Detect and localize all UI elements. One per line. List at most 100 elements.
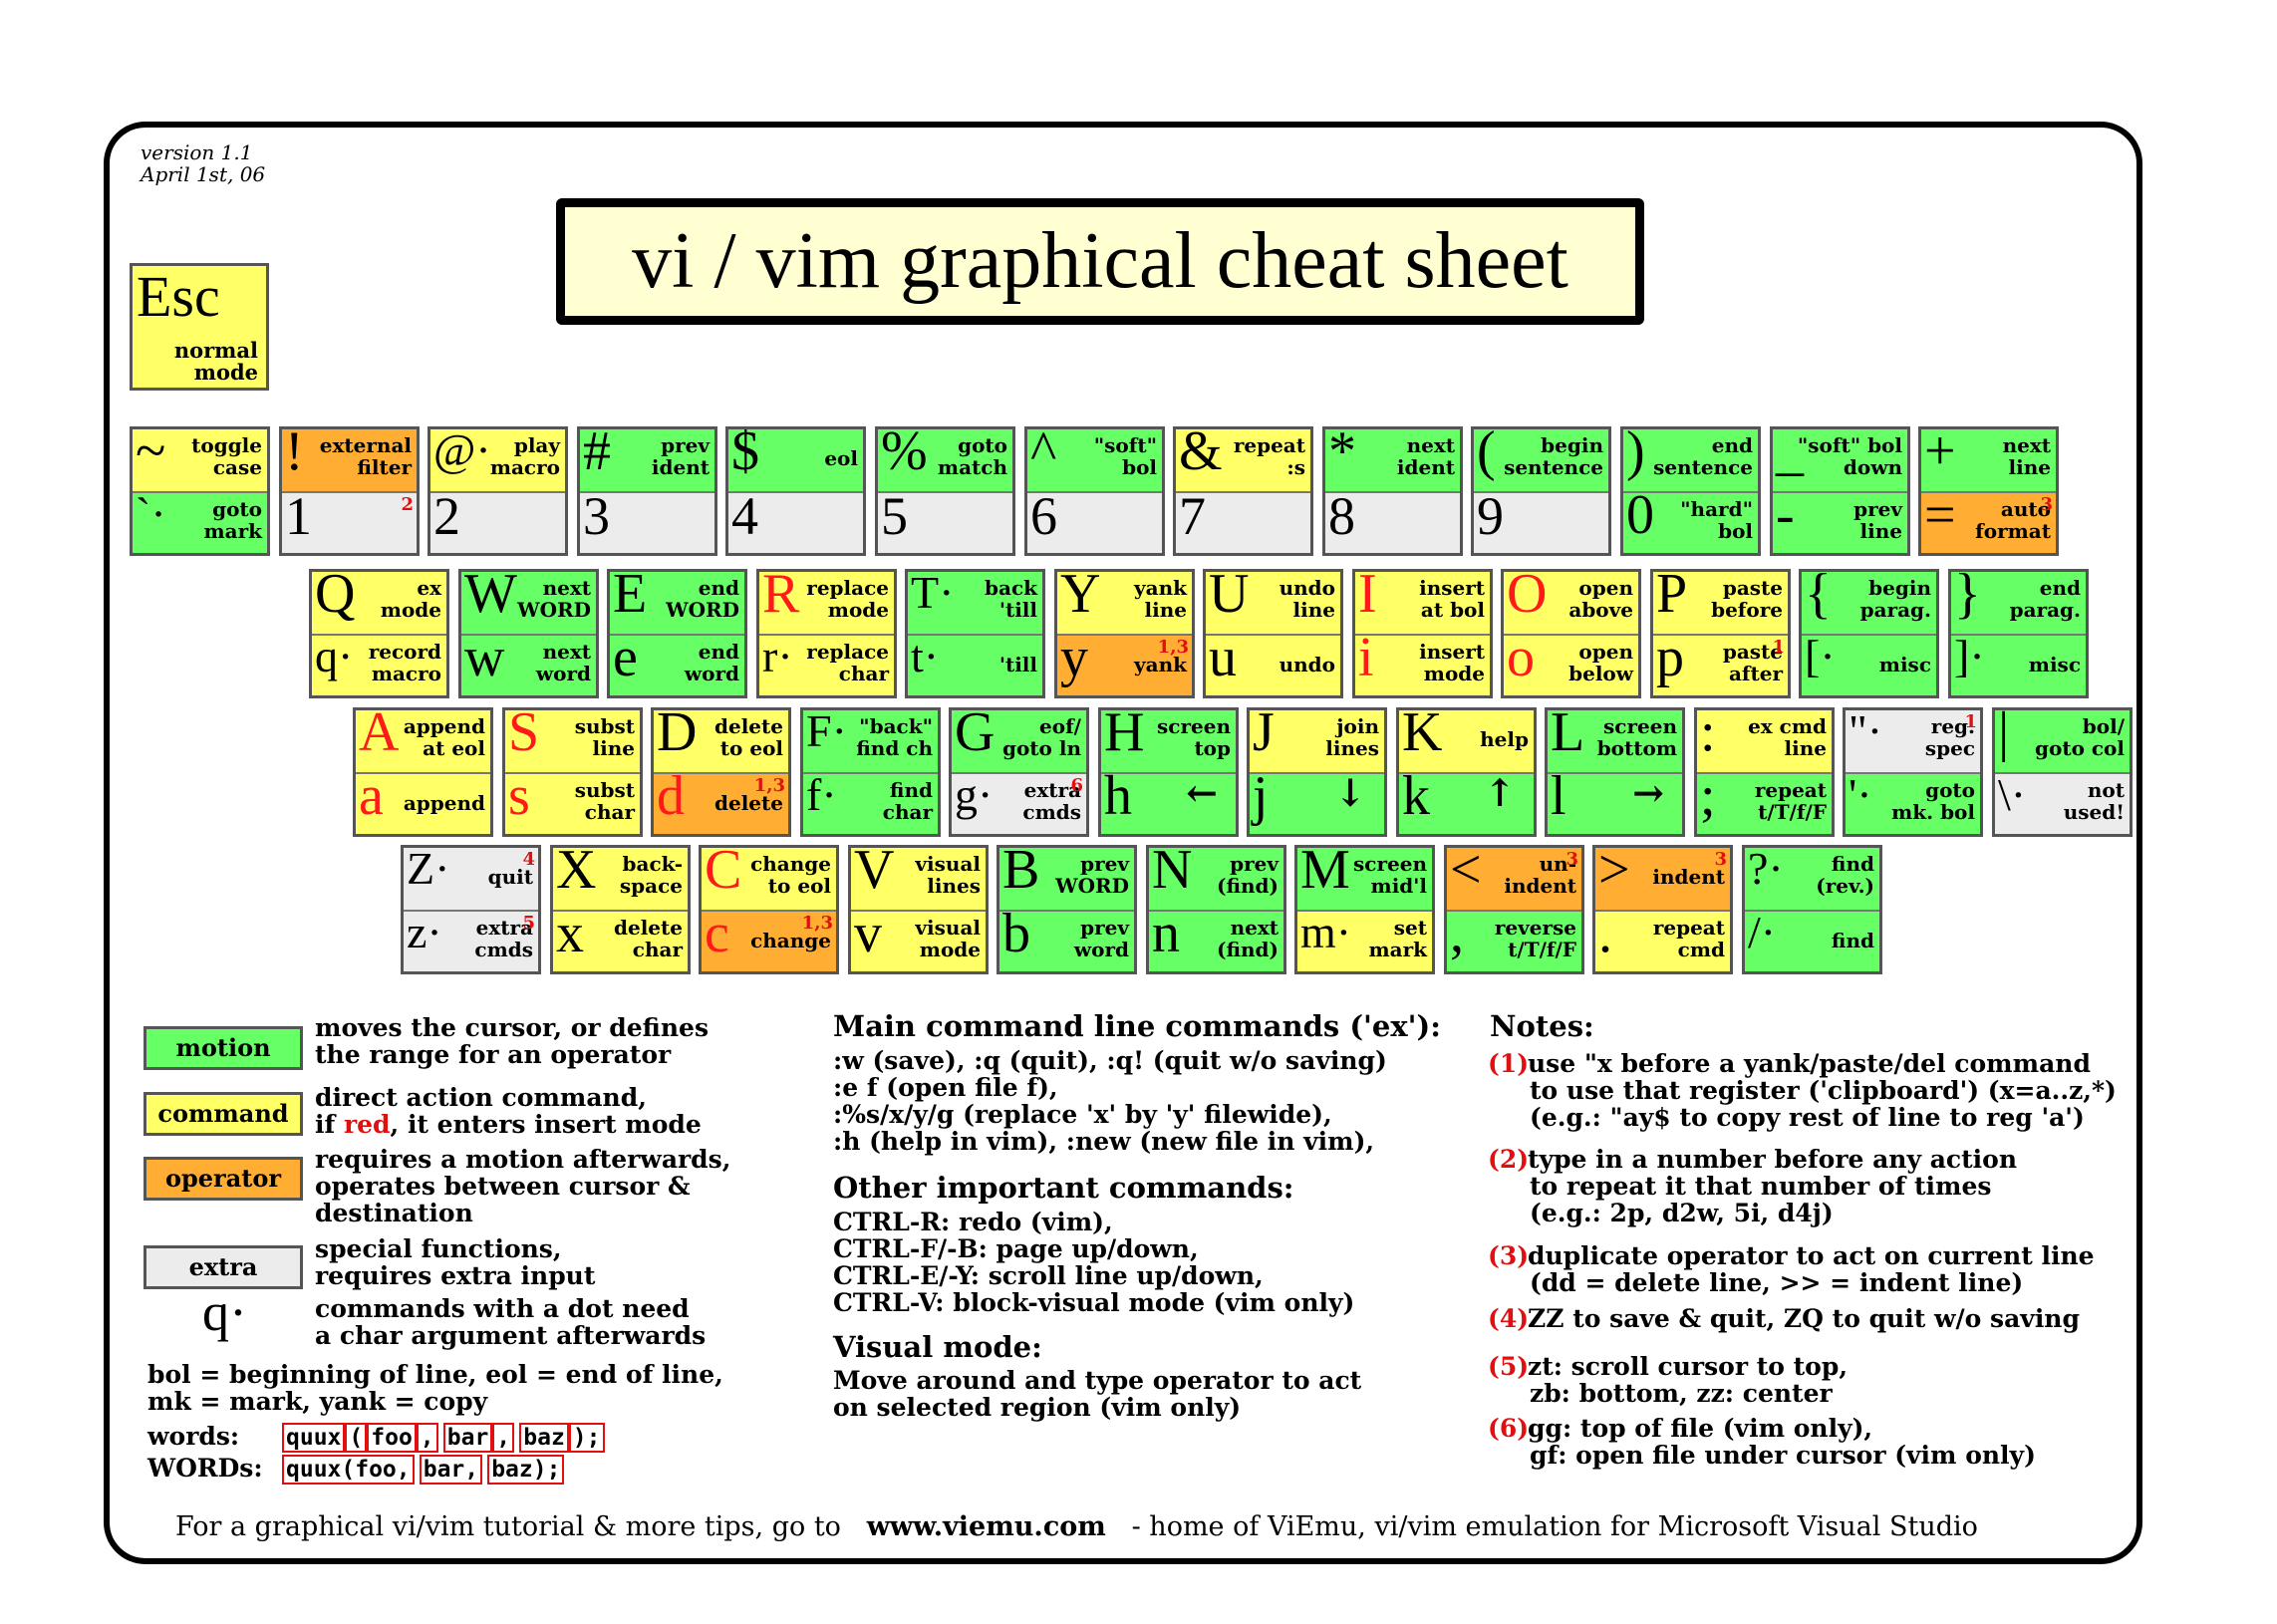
key-char: = [1924, 484, 1956, 546]
footer-link[interactable]: www.viemu.com [866, 1511, 1106, 1542]
footnote-ref: 3 [1714, 849, 1727, 870]
key-desc: misc [1878, 653, 1931, 677]
key-char: a [359, 765, 384, 827]
key-char: y [1060, 627, 1088, 688]
legend-extra-text: special functions,requires extra input [315, 1234, 596, 1290]
key-char: A [359, 707, 400, 763]
key-bot-half: h← [1101, 768, 1236, 834]
key-char: b [1002, 903, 1030, 964]
key-desc: back'till [985, 576, 1037, 622]
note-number: (6) [1488, 1414, 1530, 1443]
key-char: `· [136, 488, 166, 539]
key-char: j [1253, 765, 1269, 827]
ex-title: Main command line commands ('ex'): [833, 1009, 1441, 1043]
footnote-ref: 1,3 [801, 913, 833, 934]
key-char: \· [1998, 769, 2027, 820]
key-char: [· [1805, 631, 1836, 681]
key-bot-half: k↑ [1399, 768, 1534, 834]
key-desc: next(find) [1217, 916, 1279, 961]
key-char: t· [911, 631, 940, 681]
key-char: 2 [433, 486, 460, 546]
key-char: } [1954, 569, 1981, 625]
key-char: ) [1626, 426, 1645, 482]
key-desc: change [750, 929, 831, 952]
key-bot-half: t·'till [908, 634, 1042, 695]
key-char: 8 [1328, 486, 1355, 546]
key-char: 7 [1179, 486, 1206, 546]
key-char: z· [407, 907, 442, 957]
key-desc: → [1632, 770, 1664, 815]
key-desc: repeat:s [1233, 433, 1305, 479]
page-title: vi / vim graphical cheat sheet [556, 198, 1644, 325]
footnote-ref: 3 [2040, 494, 2053, 515]
key-bot-half: 2 [430, 486, 565, 553]
note-item: (6)gg: top of file (vim only),gf: open f… [1488, 1414, 2036, 1470]
key-char: 1 [285, 486, 312, 546]
key-3-9: ?·find(rev.)/·find [1742, 845, 1882, 974]
key-char: V [854, 845, 895, 901]
key-char: { [1805, 569, 1832, 625]
key-char: s [508, 765, 530, 827]
legend-operator-swatch: operator [143, 1157, 303, 1201]
footer: For a graphical vi/vim tutorial & more t… [175, 1511, 1978, 1542]
key-char: | [1998, 707, 2010, 763]
key-desc: yank [1134, 653, 1187, 677]
footnote-ref: 2 [401, 494, 414, 515]
key-char: k [1402, 765, 1430, 827]
key-char: Z· [407, 845, 450, 894]
key-char: X [556, 845, 597, 901]
key-char: 9 [1477, 486, 1504, 546]
key-char: ! [285, 426, 304, 482]
key-desc: reg.spec [1924, 714, 1975, 760]
note-item: (4)ZZ to save & quit, ZQ to quit w/o sav… [1488, 1304, 2080, 1333]
